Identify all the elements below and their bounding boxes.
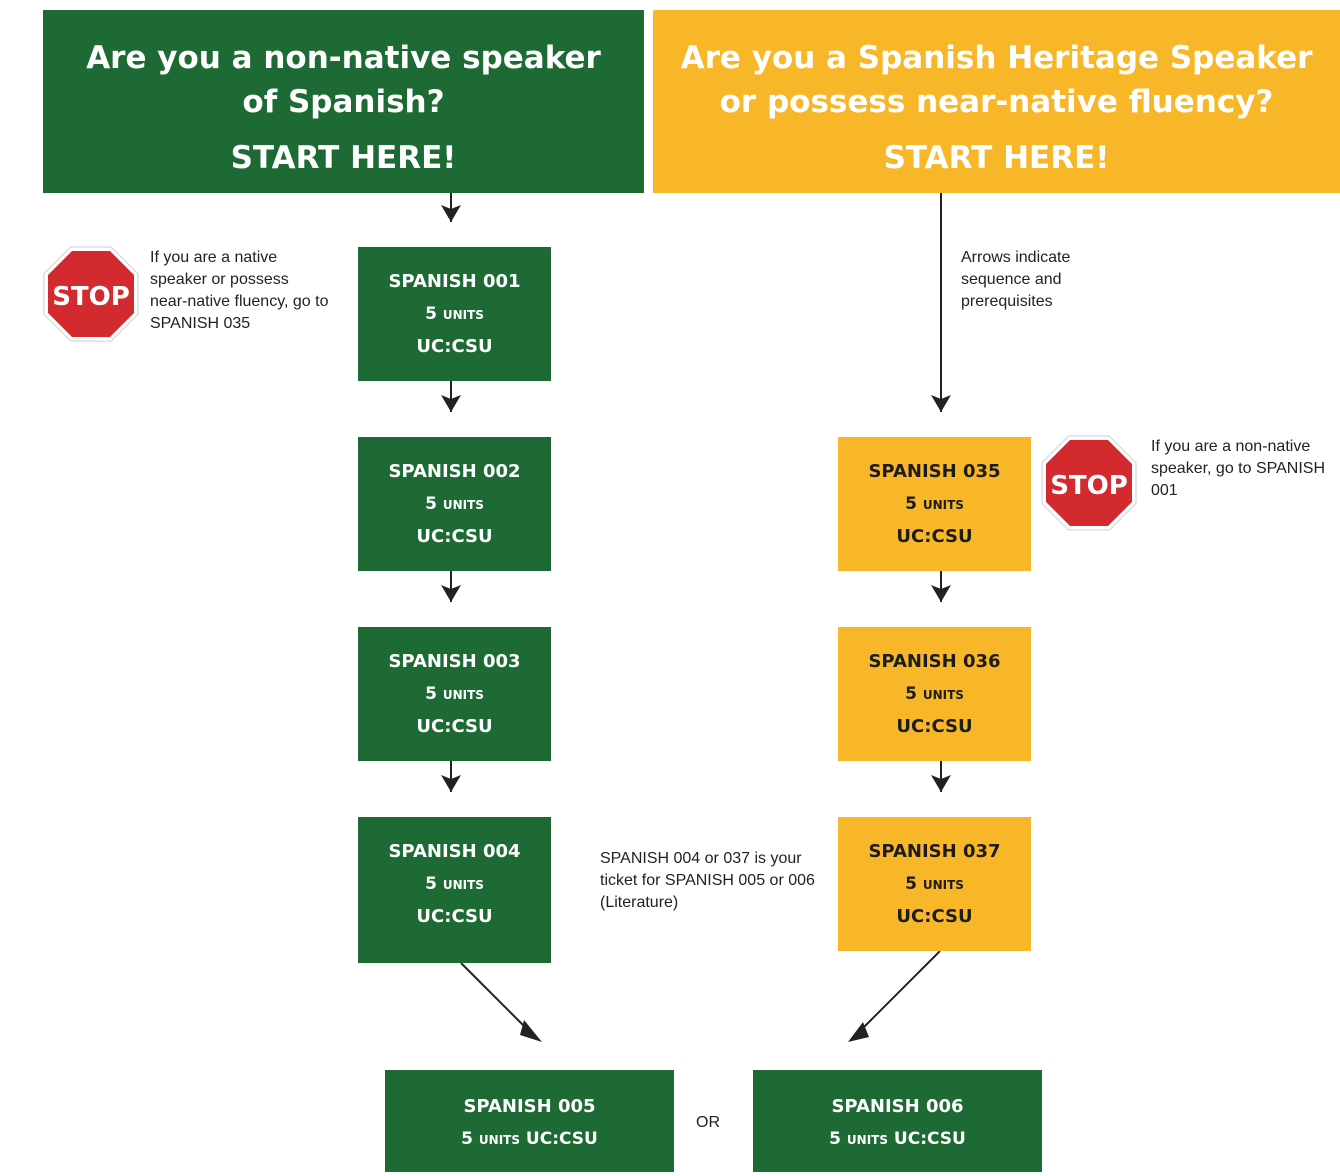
note-stop-native: If you are a native speaker or possess n… bbox=[150, 249, 329, 332]
course-transfer: UC:CSU bbox=[416, 716, 493, 737]
course-box-spanish-003: SPANISH 003 5 UNITS UC:CSU bbox=[358, 627, 551, 761]
course-units: 5 UNITS bbox=[425, 304, 484, 324]
arrowhead-035 bbox=[931, 395, 951, 412]
header-non-native-start: START HERE! bbox=[230, 140, 457, 176]
stop-sign-label: STOP bbox=[1050, 471, 1128, 501]
course-name: SPANISH 035 bbox=[868, 461, 1001, 482]
arrowhead-036 bbox=[931, 585, 951, 602]
note-arrows-legend: Arrows indicate sequence and prerequisit… bbox=[961, 249, 1071, 310]
course-units: 5 UNITS bbox=[905, 874, 964, 894]
course-box-spanish-037: SPANISH 037 5 UNITS UC:CSU bbox=[838, 817, 1031, 951]
arrow-004-to-005 bbox=[460, 962, 531, 1033]
header-non-native-question: Are you a non-native speaker of Spanish? bbox=[86, 40, 601, 120]
course-units: 5 UNITS bbox=[905, 494, 964, 514]
course-transfer: UC:CSU bbox=[416, 526, 493, 547]
course-transfer: UC:CSU bbox=[896, 716, 973, 737]
course-transfer: UC:CSU bbox=[896, 526, 973, 547]
arrowhead-037 bbox=[931, 775, 951, 792]
course-name: SPANISH 006 bbox=[831, 1096, 964, 1117]
stop-sign-label: STOP bbox=[52, 282, 130, 312]
course-name: SPANISH 003 bbox=[388, 651, 521, 672]
arrowhead-005 bbox=[520, 1020, 542, 1042]
arrowhead-001 bbox=[441, 205, 461, 222]
course-name: SPANISH 001 bbox=[388, 271, 521, 292]
course-transfer: UC:CSU bbox=[896, 906, 973, 927]
course-transfer: UC:CSU bbox=[416, 906, 493, 927]
course-units: 5 UNITS bbox=[425, 874, 484, 894]
arrowhead-002 bbox=[441, 395, 461, 412]
course-box-spanish-036: SPANISH 036 5 UNITS UC:CSU bbox=[838, 627, 1031, 761]
course-box-spanish-035: SPANISH 035 5 UNITS UC:CSU bbox=[838, 437, 1031, 571]
course-name: SPANISH 036 bbox=[868, 651, 1001, 672]
arrowhead-006 bbox=[848, 1022, 869, 1042]
course-name: SPANISH 037 bbox=[868, 841, 1001, 862]
course-name: SPANISH 002 bbox=[388, 461, 521, 482]
note-stop-nonnative: If you are a non-native speaker, go to S… bbox=[1151, 438, 1326, 499]
stop-sign-icon: STOP bbox=[1041, 435, 1137, 531]
course-box-spanish-001: SPANISH 001 5 UNITS UC:CSU bbox=[358, 247, 551, 381]
stop-sign-icon: STOP bbox=[43, 246, 139, 342]
arrow-037-to-006 bbox=[857, 950, 941, 1034]
header-non-native: Are you a non-native speaker of Spanish?… bbox=[43, 10, 644, 193]
arrowhead-003 bbox=[441, 585, 461, 602]
course-units: 5 UNITS bbox=[425, 684, 484, 704]
course-box-spanish-006: SPANISH 006 5 UNITS UC:CSU bbox=[753, 1070, 1042, 1172]
note-ticket: SPANISH 004 or 037 is your ticket for SP… bbox=[600, 850, 815, 911]
course-box-spanish-004: SPANISH 004 5 UNITS UC:CSU bbox=[358, 817, 551, 963]
course-units: 5 UNITS bbox=[425, 494, 484, 514]
or-label: OR bbox=[696, 1114, 720, 1131]
header-heritage: Are you a Spanish Heritage Speaker or po… bbox=[653, 10, 1340, 193]
arrowhead-004 bbox=[441, 775, 461, 792]
course-box-spanish-005: SPANISH 005 5 UNITS UC:CSU bbox=[385, 1070, 674, 1172]
course-name: SPANISH 005 bbox=[463, 1096, 596, 1117]
header-heritage-start: START HERE! bbox=[883, 140, 1110, 176]
course-name: SPANISH 004 bbox=[388, 841, 521, 862]
course-units-transfer: 5 UNITS UC:CSU bbox=[829, 1129, 966, 1149]
header-heritage-question: Are you a Spanish Heritage Speaker or po… bbox=[680, 40, 1313, 120]
course-units-transfer: 5 UNITS UC:CSU bbox=[461, 1129, 598, 1149]
course-box-spanish-002: SPANISH 002 5 UNITS UC:CSU bbox=[358, 437, 551, 571]
course-units: 5 UNITS bbox=[905, 684, 964, 704]
course-transfer: UC:CSU bbox=[416, 336, 493, 357]
